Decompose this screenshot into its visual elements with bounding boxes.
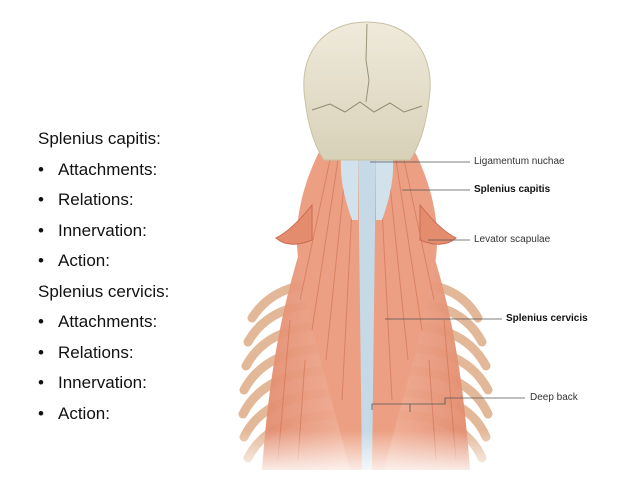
bullet-cervicis-action: •Action: <box>38 399 238 430</box>
bullet-capitis-innervation: •Innervation: <box>38 216 238 247</box>
levator-scapulae-right <box>419 203 457 245</box>
bullet-cervicis-innervation: •Innervation: <box>38 368 238 399</box>
muscle-fibers <box>277 159 457 461</box>
bullet-icon: • <box>38 373 44 392</box>
bullet-icon: • <box>38 403 44 423</box>
heading-splenius-cervicis: Splenius cervicis: <box>38 281 170 301</box>
leader-lines <box>370 161 525 412</box>
label-ligamentum-nuchae: Ligamentum nuchae <box>474 156 565 167</box>
bullet-capitis-action: •Action: <box>38 246 238 277</box>
bullet-icon: • <box>38 312 44 331</box>
label-splenius-cervicis: Splenius cervicis <box>506 313 588 324</box>
levator-scapulae-left <box>275 203 313 245</box>
label-levator-scapulae: Levator scapulae <box>474 234 551 245</box>
bullet-cervicis-attachments: •Attachments: <box>38 307 238 338</box>
bullet-icon: • <box>38 342 44 362</box>
label-deep-back: Deep back <box>530 392 578 403</box>
heading-splenius-capitis: Splenius capitis: <box>38 129 161 148</box>
text-panel: Splenius capitis: •Attachments: •Relatio… <box>38 124 238 429</box>
bullet-icon: • <box>38 220 44 240</box>
ligamentum-nuchae <box>358 148 376 470</box>
bullet-capitis-attachments: •Attachments: <box>38 155 238 186</box>
label-splenius-capitis: Splenius capitis <box>474 184 551 195</box>
skull-suture <box>311 101 423 113</box>
bullet-icon: • <box>38 159 44 179</box>
bullet-icon: • <box>38 190 44 209</box>
bullet-icon: • <box>38 251 44 270</box>
bullet-capitis-relations: •Relations: <box>38 185 238 216</box>
bullet-cervicis-relations: •Relations: <box>38 338 238 369</box>
